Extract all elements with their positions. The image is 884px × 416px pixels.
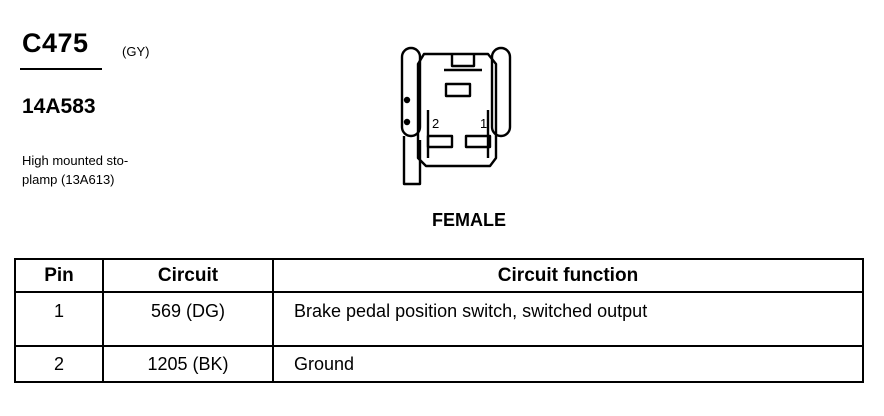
header-circuit: Circuit: [102, 258, 274, 293]
pin-1-label: 1: [480, 116, 487, 131]
top-notch: [450, 54, 476, 68]
key-slot: [444, 82, 472, 98]
side-lock-tab: [402, 136, 422, 186]
table-row: 1 569 (DG) Brake pedal position switch, …: [14, 291, 864, 347]
connector-id: C475: [22, 28, 89, 58]
table-header-row: Pin Circuit Circuit function: [14, 258, 864, 293]
cell-pin: 1: [14, 291, 104, 347]
right-latch-arm: [490, 46, 512, 138]
connector-gender-label: FEMALE: [432, 210, 506, 230]
connector-face-diagram: 2 1: [400, 46, 512, 186]
connector-description: High mounted sto- plamp (13A613): [22, 151, 172, 189]
cell-circuit-function: Brake pedal position switch, switched ou…: [272, 291, 864, 347]
cell-circuit: 569 (DG): [102, 291, 274, 347]
description-line-1: High mounted sto-: [22, 153, 129, 168]
pin-2-cavity: [426, 134, 454, 149]
table-row: 2 1205 (BK) Ground: [14, 345, 864, 383]
cell-circuit: 1205 (BK): [102, 345, 274, 383]
connector-body: [416, 52, 498, 168]
cell-circuit-function: Ground: [272, 345, 864, 383]
left-latch-arm: [400, 46, 422, 138]
connector-color-code: (GY): [122, 44, 150, 59]
pin-1-cavity: [464, 134, 492, 149]
cell-pin: 2: [14, 345, 104, 383]
pin-circuit-table: Pin Circuit Circuit function 1 569 (DG) …: [14, 258, 864, 383]
description-line-2: plamp (13A613): [22, 172, 115, 187]
part-number: 14A583: [22, 95, 96, 118]
header-circuit-function: Circuit function: [272, 258, 864, 293]
pin-2-label: 2: [432, 116, 439, 131]
header-pin: Pin: [14, 258, 104, 293]
connector-id-underline: [20, 68, 102, 70]
